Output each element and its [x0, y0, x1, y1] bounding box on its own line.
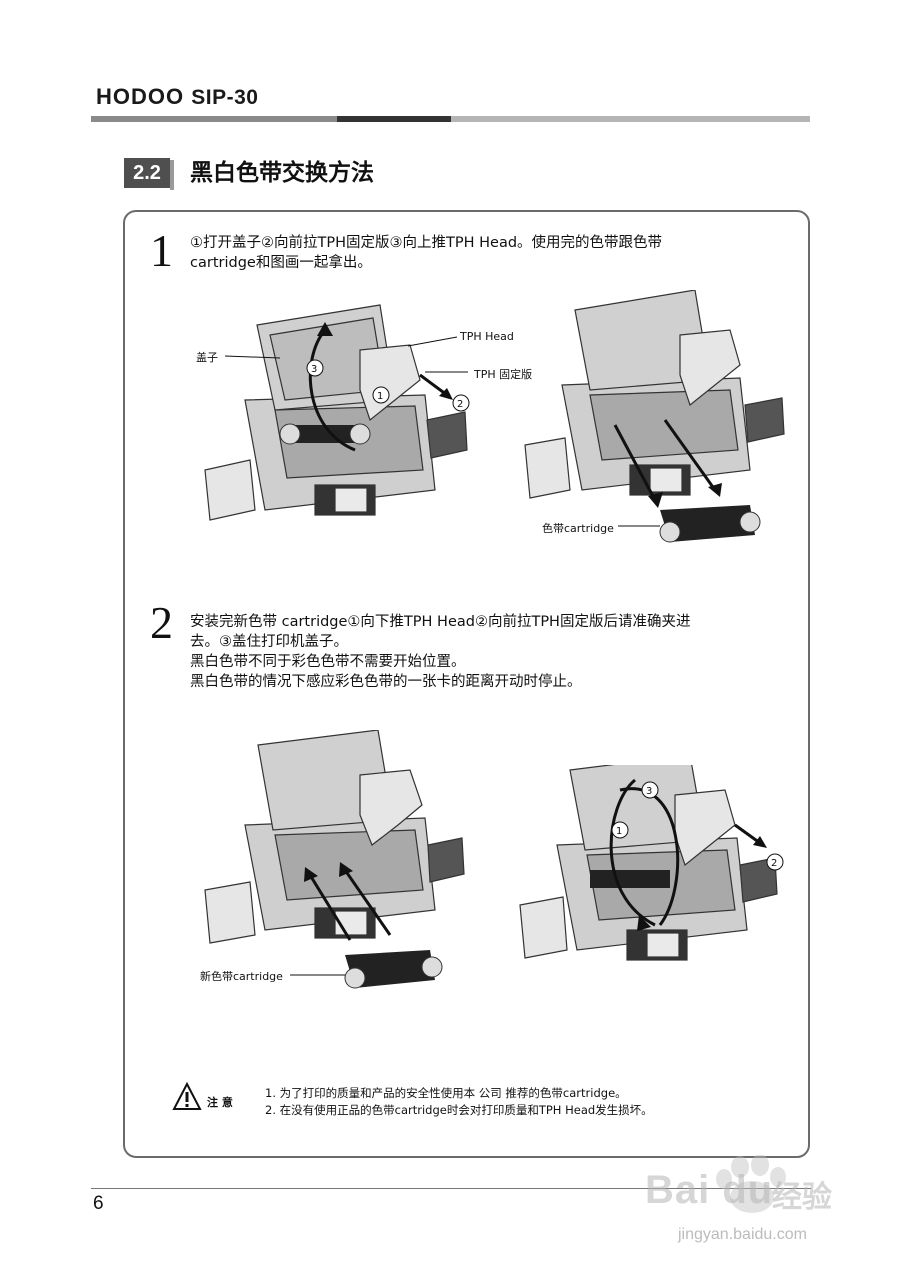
- step-2-line: 安装完新色带 cartridge①向下推TPH Head②向前拉TPH固定版后请…: [190, 614, 691, 630]
- brand-logo: HODOO SIP-30: [96, 84, 258, 110]
- step-2-line: 黑白色带不同于彩色色带不需要开始位置。: [190, 654, 466, 670]
- svg-text:1: 1: [616, 826, 622, 837]
- step-2-line: 黑白色带的情况下感应彩色色带的一张卡的距离开动时停止。: [190, 674, 582, 690]
- model-name: SIP-30: [191, 86, 259, 109]
- close-cover-illustration: 1 3 2: [519, 765, 784, 961]
- svg-text:2: 2: [457, 399, 463, 410]
- step-2-number: 2: [150, 597, 173, 648]
- page-number: 6: [93, 1193, 104, 1214]
- step-1-line: ①打开盖子②向前拉TPH固定版③向上推TPH Head。使用完的色带跟色带: [190, 235, 663, 251]
- section-title: 黑白色带交换方法: [190, 160, 374, 186]
- step-1-text: ①打开盖子②向前拉TPH固定版③向上推TPH Head。使用完的色带跟色带 ca…: [190, 233, 790, 273]
- svg-text:1: 1: [377, 391, 383, 402]
- step-1-number: 1: [150, 225, 173, 276]
- footer-rule: [91, 1188, 811, 1189]
- svg-text:2: 2: [771, 858, 777, 869]
- label-new-cartridge: 新色带cartridge: [200, 970, 283, 983]
- label-tph-head: TPH Head: [460, 330, 514, 343]
- brand-name: HODOO: [96, 84, 185, 109]
- printer-open-illustration: 3 1 2: [204, 304, 470, 521]
- svg-text:3: 3: [311, 364, 317, 375]
- header-rule-left: [91, 116, 337, 122]
- svg-text:3: 3: [646, 786, 652, 797]
- label-tph-plate: TPH 固定版: [474, 368, 533, 381]
- watermark-paw-icon: [716, 1155, 786, 1213]
- content-frame: [123, 210, 810, 1158]
- header-rule-right: [451, 116, 810, 122]
- header-rule-middle: [337, 116, 451, 122]
- insert-cartridge-illustration: [204, 730, 465, 989]
- step-2-text: 安装完新色带 cartridge①向下推TPH Head②向前拉TPH固定版后请…: [190, 612, 790, 692]
- step-1-line: cartridge和图画一起拿出。: [190, 255, 372, 271]
- caution-note: 2. 在没有使用正品的色带cartridge时会对打印质量和TPH Head发生…: [265, 1103, 653, 1117]
- label-ribbon-cartridge: 色带cartridge: [542, 522, 614, 535]
- watermark-suffix: 经验: [772, 1180, 832, 1215]
- section-number: 2.2: [124, 158, 174, 190]
- warning-icon: [172, 1082, 202, 1110]
- watermark-url: jingyan.baidu.com: [678, 1226, 807, 1243]
- remove-cartridge-illustration: [524, 290, 785, 543]
- step-2-line: 去。③盖住打印机盖子。: [190, 634, 348, 650]
- caution-note: 1. 为了打印的质量和产品的安全性使用本 公司 推荐的色带cartridge。: [265, 1086, 627, 1100]
- caution-label: 注 意: [207, 1096, 233, 1109]
- watermark-logo: Bai du: [645, 1168, 774, 1212]
- label-cover: 盖子: [196, 351, 218, 364]
